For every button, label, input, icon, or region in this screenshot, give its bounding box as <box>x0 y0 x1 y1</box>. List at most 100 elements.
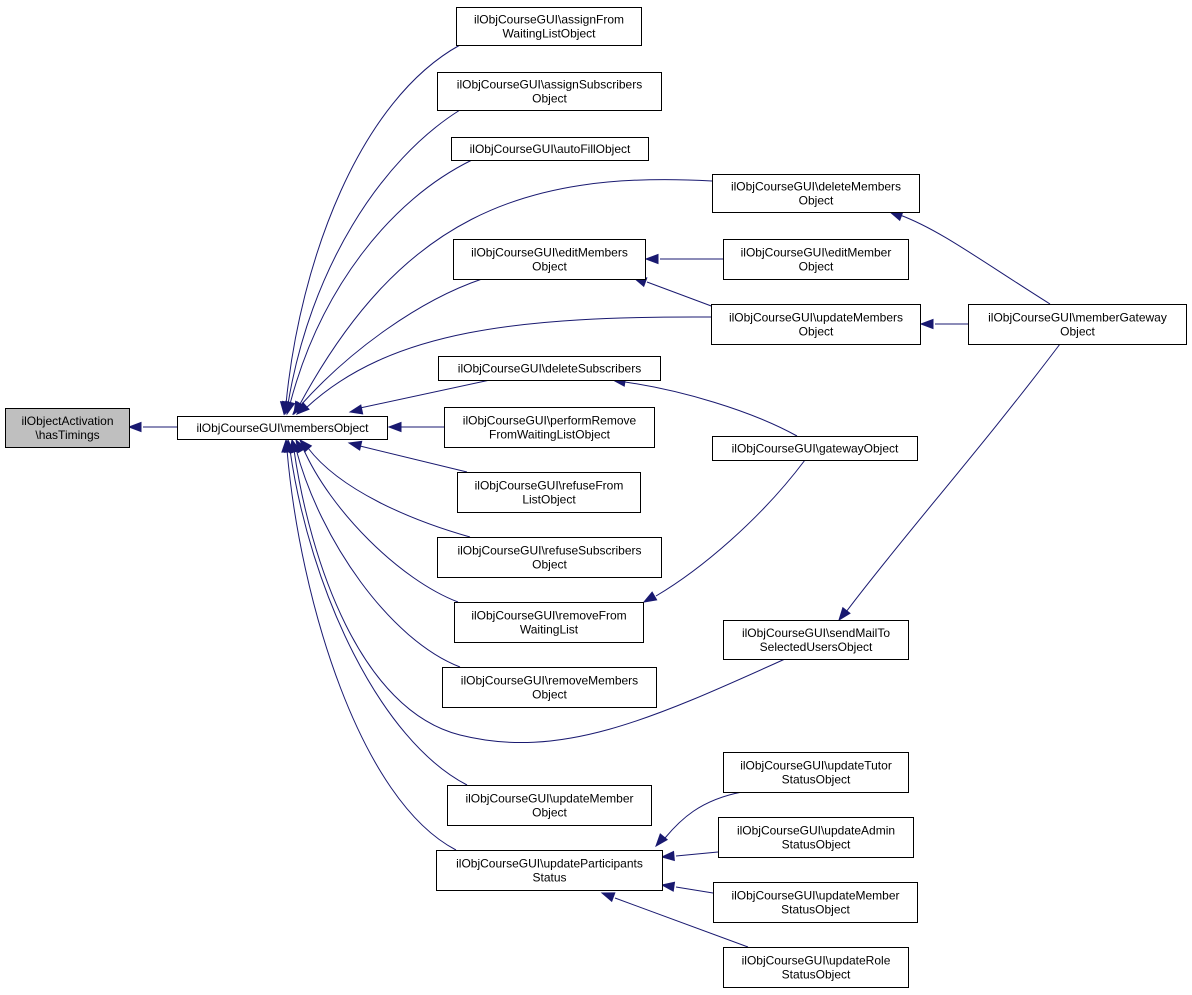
arrowhead <box>295 401 310 415</box>
node-box <box>453 239 646 280</box>
edge-update_tutor-to-update_participants <box>655 791 743 848</box>
arrowhead <box>660 850 675 862</box>
node-label: ilObjCourseGUI\editMember <box>741 246 892 260</box>
edge-line <box>287 109 461 405</box>
node-label: ilObjCourseGUI\updateTutor <box>740 759 892 773</box>
arrowhead <box>888 211 904 222</box>
edge-auto_fill-to-members_object <box>285 159 473 416</box>
edge-line <box>295 448 461 668</box>
node-box <box>177 416 388 440</box>
node-auto-fill[interactable]: ilObjCourseGUI\autoFillObject <box>451 137 649 161</box>
node-label: Object <box>799 194 834 208</box>
node-label: Object <box>532 688 567 702</box>
edge-line <box>302 447 459 603</box>
node-label: ilObjCourseGUI\updateParticipants <box>456 857 643 871</box>
edge-line <box>286 449 457 851</box>
node-gateway-object[interactable]: ilObjCourseGUI\gatewayObject <box>712 436 918 461</box>
arrowhead <box>285 400 296 416</box>
edge-line <box>845 343 1061 613</box>
node-label: Object <box>532 806 567 820</box>
node-box <box>456 7 642 46</box>
node-box <box>723 239 909 280</box>
node-label: ilObjCourseGUI\editMembers <box>471 246 628 260</box>
edge-update_role-to-update_participants <box>600 892 749 948</box>
edge-line <box>305 316 713 409</box>
node-box <box>451 137 649 161</box>
node-label: ilObjCourseGUI\updateMember <box>465 792 633 806</box>
node-label: ilObjCourseGUI\sendMailTo <box>742 626 890 640</box>
nodes-layer: ilObjectActivation\hasTimings ilObjCourse… <box>5 7 1187 988</box>
node-label: Object <box>799 260 834 274</box>
edge-line <box>307 447 471 538</box>
edge-line <box>664 791 743 839</box>
node-perform-remove[interactable]: ilObjCourseGUI\performRemoveFromWaitingL… <box>444 407 655 448</box>
edge-line <box>293 449 786 744</box>
edge-update_participants-to-members_object <box>281 438 457 851</box>
node-label: Object <box>532 260 567 274</box>
node-label: ilObjCourseGUI\assignSubscribers <box>457 78 642 92</box>
node-label: ilObjectActivation <box>21 414 113 428</box>
edge-delete_subscribers-to-members_object <box>348 379 491 415</box>
node-label: ilObjCourseGUI\memberGateway <box>988 311 1167 325</box>
edge-assign_from_waiting-to-members_object <box>279 44 461 416</box>
edge-line <box>624 381 798 437</box>
node-box <box>454 602 644 643</box>
node-box <box>968 304 1187 345</box>
arrowhead <box>387 421 402 433</box>
node-label: ilObjCourseGUI\refuseSubscribers <box>457 544 641 558</box>
arrowhead <box>348 404 364 415</box>
node-box <box>457 472 641 513</box>
node-label: ilObjCourseGUI\gatewayObject <box>732 442 899 456</box>
edge-line <box>646 281 723 311</box>
edge-member_gateway-to-delete_members <box>888 211 1051 305</box>
edge-members_object-to-has_timings <box>127 421 177 433</box>
node-label: ilObjCourseGUI\updateRole <box>742 954 891 968</box>
node-label: Object <box>799 325 834 339</box>
node-label: ListObject <box>522 493 576 507</box>
edge-line <box>655 459 806 597</box>
node-label: StatusObject <box>782 773 851 787</box>
node-box <box>437 537 662 578</box>
node-box <box>723 620 909 660</box>
node-label: ilObjCourseGUI\updateAdmin <box>737 824 895 838</box>
edge-update_admin-to-update_participants <box>660 850 719 862</box>
node-label: Object <box>1060 325 1095 339</box>
arrowhead <box>347 440 363 451</box>
node-box <box>712 174 920 213</box>
node-label: ilObjCourseGUI\assignFrom <box>474 13 624 27</box>
arrowhead <box>838 606 851 622</box>
node-label: SelectedUsersObject <box>760 640 873 654</box>
node-box <box>718 817 914 858</box>
arrowhead <box>919 318 934 330</box>
edge-edit_member-to-edit_members <box>644 253 723 265</box>
node-members-object[interactable]: ilObjCourseGUI\membersObject <box>177 416 388 440</box>
node-assign-from-waiting[interactable]: ilObjCourseGUI\assignFromWaitingListObje… <box>456 7 642 46</box>
edge-refuse_from_list-to-members_object <box>347 440 468 473</box>
arrowhead <box>660 881 676 892</box>
node-delete-subscribers[interactable]: ilObjCourseGUI\deleteSubscribers <box>438 356 661 381</box>
edge-line <box>289 159 473 405</box>
node-box <box>438 356 661 381</box>
node-send-mail[interactable]: ilObjCourseGUI\sendMailToSelectedUsersOb… <box>723 620 909 660</box>
node-has-timings[interactable]: ilObjectActivation\hasTimings <box>5 408 130 448</box>
node-label: StatusObject <box>782 838 851 852</box>
edge-update_member_status-to-update_participants <box>660 881 714 894</box>
node-box <box>436 850 663 891</box>
